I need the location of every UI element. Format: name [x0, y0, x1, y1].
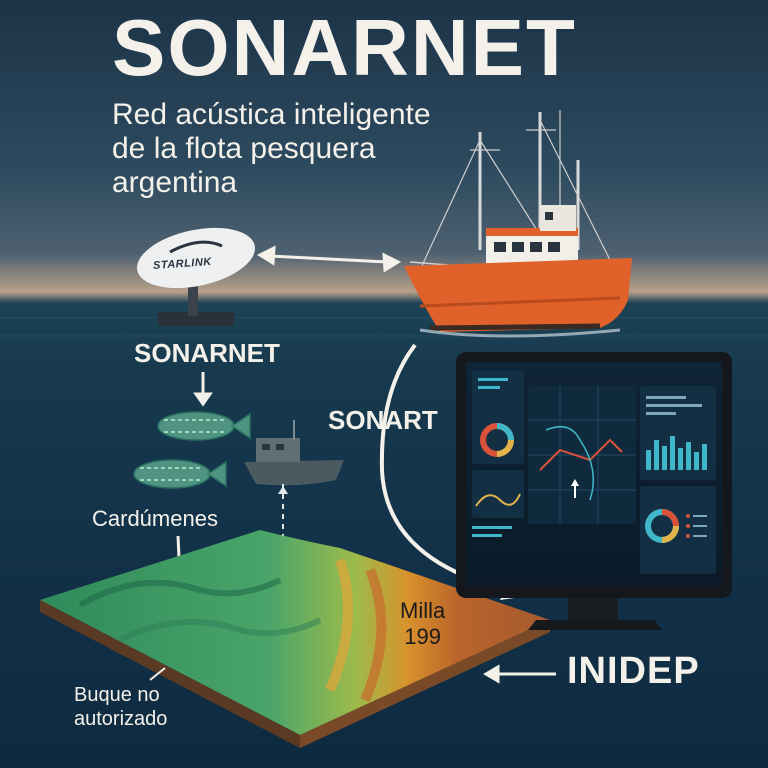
milla-label-line: 199	[404, 624, 441, 649]
sonart-label: SONART	[328, 405, 438, 435]
subtitle-line: de la flota pesquera	[112, 132, 376, 165]
satellite-dish-icon	[137, 227, 255, 326]
unauthorized-vessel-label: Buque no autorizado	[74, 683, 167, 731]
link-arrow-icon	[256, 245, 402, 273]
buque-label-line: Buque no	[74, 684, 160, 706]
sea-waves	[0, 299, 768, 337]
subtitle-line: Red acústica inteligente	[112, 98, 431, 131]
milla-label-line: Milla	[400, 598, 446, 623]
fishing-boat-icon	[404, 110, 633, 338]
unauthorized-vessel-icon	[244, 420, 344, 486]
buque-label-line: autorizado	[74, 708, 168, 730]
dashboard-monitor	[456, 352, 732, 630]
sonarnet-label: SONARNET	[134, 338, 280, 368]
cardumenes-label: Cardúmenes	[92, 506, 218, 531]
leader-line	[149, 667, 166, 681]
page-title: SONARNET	[112, 3, 577, 92]
seabed-terrain-map	[40, 530, 550, 748]
inidep-label: INIDEP	[567, 650, 700, 692]
fish-school-icon	[133, 411, 251, 489]
page-subtitle: Red acústica inteligente de la flota pes…	[112, 98, 431, 200]
down-arrow-icon	[193, 372, 213, 407]
subtitle-line: argentina	[112, 166, 238, 199]
milla-199-label: Milla 199	[400, 598, 445, 650]
left-arrow-icon	[483, 664, 556, 684]
